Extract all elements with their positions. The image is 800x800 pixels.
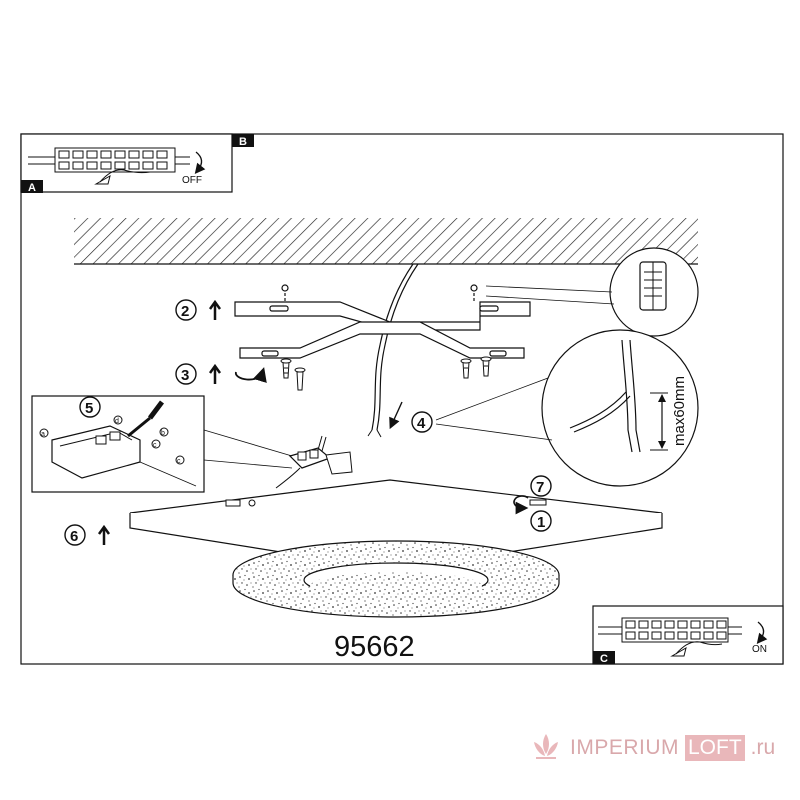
svg-text:7: 7 xyxy=(536,479,544,496)
mains-cable xyxy=(371,263,414,431)
mounting-bracket xyxy=(234,284,531,359)
ceiling xyxy=(74,218,698,265)
step-1-label: 1 xyxy=(530,510,552,532)
step-4-label: 4 xyxy=(389,401,433,433)
connector-block xyxy=(275,435,353,489)
svg-text:2: 2 xyxy=(181,303,189,320)
screws xyxy=(280,356,492,391)
terminal-c-label: c xyxy=(153,442,157,449)
terminal-d-label: d xyxy=(115,418,119,425)
terminal-c2-label: c xyxy=(177,458,181,465)
off-label: OFF xyxy=(182,175,202,186)
svg-text:3: 3 xyxy=(181,367,189,384)
badge-b-label: B xyxy=(239,136,247,148)
up-arrow-icon xyxy=(208,363,222,384)
rotate-arrow-icon xyxy=(194,151,206,175)
dimension-label: max60mm xyxy=(671,376,688,446)
badge-a-label: A xyxy=(28,182,36,194)
callout-terminal-on: ON C xyxy=(592,605,784,665)
lotus-logo-icon xyxy=(534,734,558,759)
cable-length-detail: max60mm xyxy=(435,329,699,487)
callout-terminal-off: OFF A B xyxy=(20,133,254,194)
svg-text:4: 4 xyxy=(417,415,426,432)
badge-c-label: C xyxy=(600,653,608,665)
step-5-label: 5 xyxy=(85,400,93,417)
watermark-box: LOFT xyxy=(685,735,745,761)
terminal-detail: 5 a b c d c xyxy=(31,395,293,493)
on-label: ON xyxy=(752,644,767,655)
svg-text:6: 6 xyxy=(70,528,78,545)
up-arrow-icon xyxy=(208,299,222,320)
rotate-arrow-icon xyxy=(756,621,768,645)
rotate-icon xyxy=(234,367,267,384)
terminal-a-label: a xyxy=(41,431,45,438)
step-2-label: 2 xyxy=(175,299,222,321)
model-number: 95662 xyxy=(334,631,415,663)
rotate-icon xyxy=(513,495,529,515)
step-3-label: 3 xyxy=(175,363,267,385)
watermark-word: IMPERIUM xyxy=(570,736,679,759)
down-arrow-icon xyxy=(389,401,403,430)
up-arrow-icon xyxy=(97,524,111,545)
led-ring-diffuser xyxy=(232,540,560,618)
watermark: IMPERIUM LOFT .ru xyxy=(528,728,775,768)
badge-c xyxy=(593,651,615,664)
wall-plug-detail xyxy=(485,247,699,337)
badge-b xyxy=(232,134,254,147)
watermark-tld: .ru xyxy=(750,736,776,759)
badge-a xyxy=(21,180,43,193)
step-7-label: 7 xyxy=(513,475,552,515)
svg-text:1: 1 xyxy=(537,514,545,531)
page-frame xyxy=(20,133,784,665)
terminal-b-label: b xyxy=(161,430,165,437)
step-6-label: 6 xyxy=(64,524,111,546)
